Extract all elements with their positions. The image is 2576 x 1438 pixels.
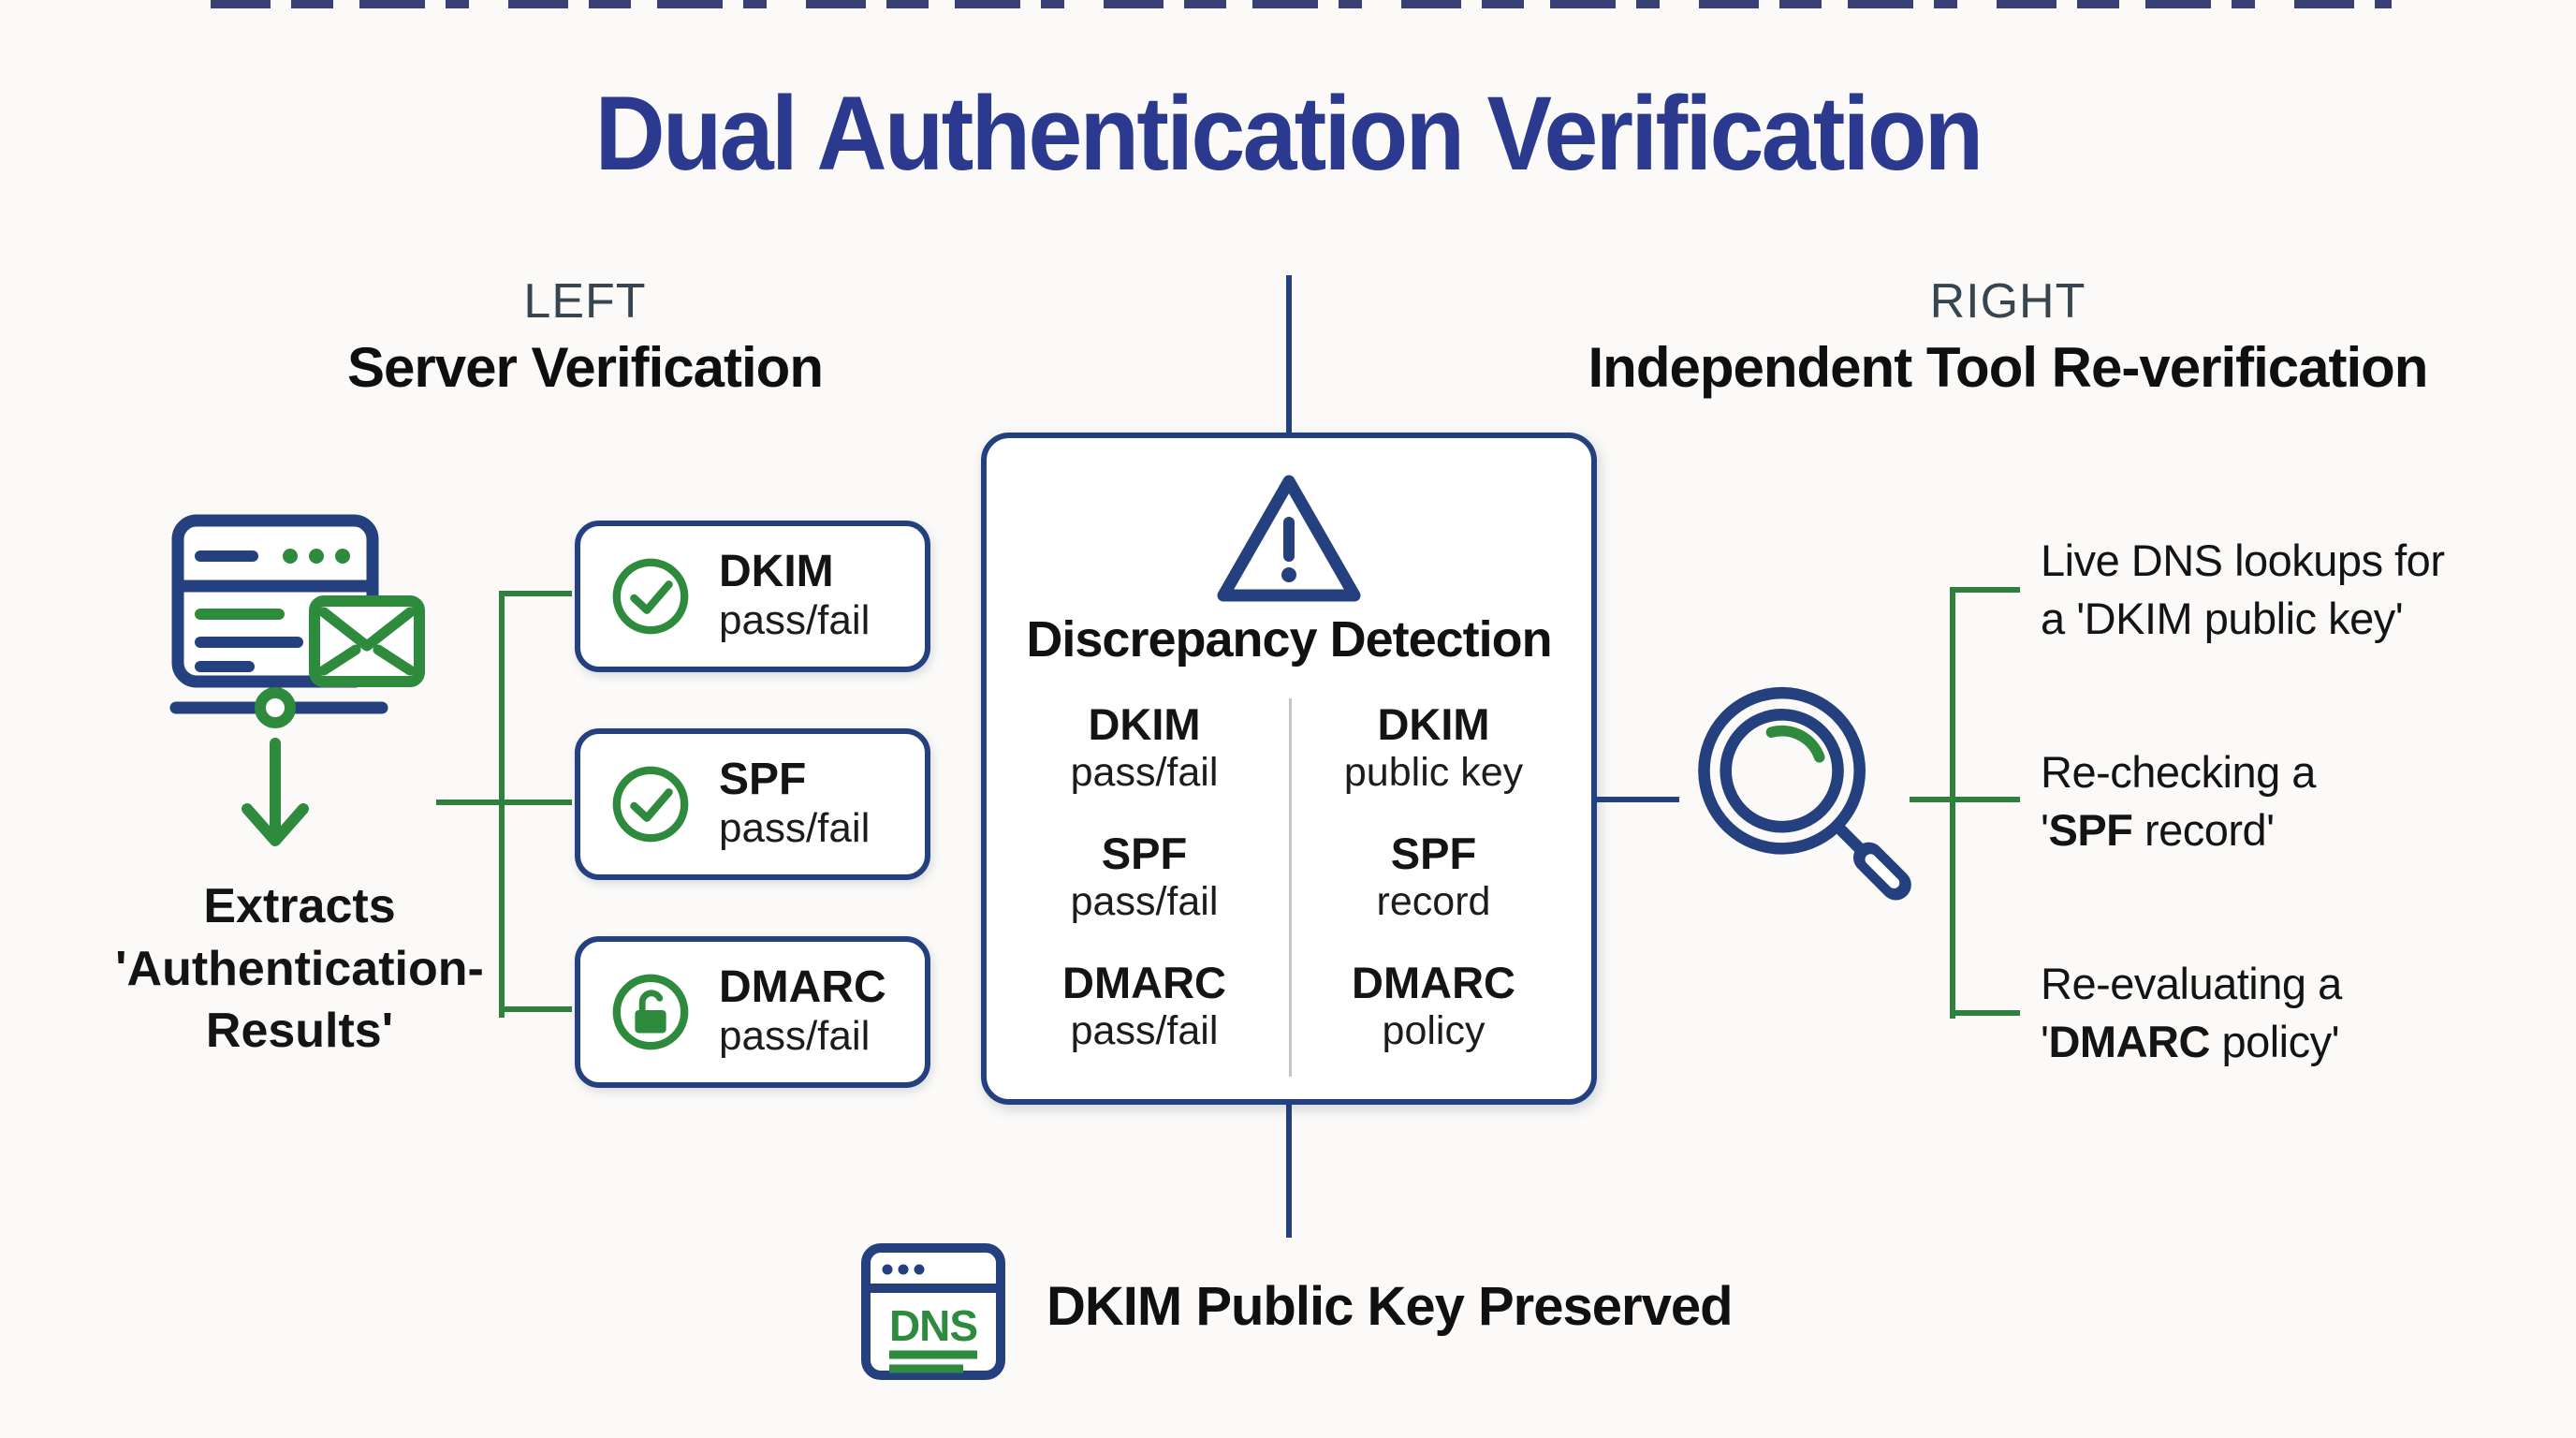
comparison-name: DKIM: [1377, 699, 1490, 750]
right-column-heading: Independent Tool Re-verification: [1588, 336, 2429, 399]
comparison-value: pass/fail: [1070, 1008, 1219, 1054]
comparison-value: record: [1376, 879, 1491, 925]
reverify-text: Re-checking a: [2041, 747, 2316, 797]
left-column-heading: Server Verification: [347, 336, 824, 399]
dns-window-icon: DNS: [861, 1243, 1005, 1380]
server-email-icon: [169, 514, 425, 846]
warning-triangle-icon: [1217, 475, 1361, 602]
check-card-text: DMARC pass/fail: [719, 962, 886, 1060]
left-bracket-bottom-line: [499, 1006, 572, 1012]
check-card-dkim: DKIM pass/fail: [575, 521, 930, 672]
bottom-caption: DKIM Public Key Preserved: [1046, 1276, 1734, 1337]
reverify-text: a 'DKIM public key': [2041, 594, 2404, 644]
left-column-tag: LEFT: [523, 274, 647, 329]
check-name: SPF: [719, 755, 807, 805]
right-bracket-middle-line: [1910, 797, 2020, 802]
magnifier-icon: [1698, 686, 1911, 901]
comparison-value: policy: [1382, 1008, 1486, 1054]
right-bracket-top-line: [1950, 587, 2020, 593]
comparison-value: pass/fail: [1070, 879, 1219, 925]
comparison-name: DKIM: [1088, 699, 1201, 750]
reverify-item-spf: Re-checking a 'SPF record': [2041, 743, 2565, 859]
comparison-tool-cell: DKIM public key: [1289, 699, 1578, 796]
check-card-dmarc: DMARC pass/fail: [575, 936, 930, 1088]
check-name: DMARC: [719, 962, 886, 1013]
comparison-name: DMARC: [1352, 958, 1515, 1008]
magnifier-connector-line: [1597, 797, 1679, 802]
check-name: DKIM: [719, 547, 834, 597]
reverify-item-dmarc: Re-evaluating a 'DMARC policy': [2041, 955, 2565, 1071]
reverify-item-dkim: Live DNS lookups for a 'DKIM public key': [2041, 532, 2565, 648]
comparison-server-cell: SPF pass/fail: [1000, 829, 1289, 925]
comparison-row: SPF pass/fail SPF record: [1000, 829, 1578, 925]
check-circle-icon: [612, 766, 689, 843]
check-circle-icon: [612, 558, 689, 635]
comparison-name: DMARC: [1062, 958, 1226, 1008]
comparison-name: SPF: [1390, 829, 1477, 879]
cropped-text-artifacts: [211, 0, 2392, 8]
check-value: pass/fail: [719, 597, 871, 644]
left-bracket-top-line: [499, 591, 572, 596]
comparison-row: DKIM pass/fail DKIM public key: [1000, 699, 1578, 796]
comparison-value: public key: [1343, 750, 1524, 796]
comparison-value: pass/fail: [1070, 750, 1219, 796]
dns-icon-label: DNS: [889, 1301, 977, 1350]
right-bracket-bottom-line: [1950, 1010, 2020, 1016]
page-title: Dual Authentication Verification: [594, 75, 1983, 192]
comparison-server-cell: DKIM pass/fail: [1000, 699, 1289, 796]
check-card-text: DKIM pass/fail: [719, 547, 871, 644]
left-bracket-middle-line: [436, 800, 572, 805]
reverify-text: 'DMARC policy': [2041, 1017, 2340, 1067]
discrepancy-panel: Discrepancy Detection DKIM pass/fail DKI…: [981, 433, 1597, 1105]
reverify-text: Re-evaluating a: [2041, 959, 2342, 1008]
check-card-spf: SPF pass/fail: [575, 728, 930, 880]
comparison-name: SPF: [1101, 829, 1188, 879]
right-bracket-vertical-line: [1950, 590, 1955, 1019]
comparison-tool-cell: SPF record: [1289, 829, 1578, 925]
center-bottom-connector-line: [1286, 1105, 1292, 1238]
extracts-caption: Extracts 'Authentication- Results': [115, 879, 484, 1059]
reverify-text: 'SPF record': [2041, 805, 2275, 856]
discrepancy-heading: Discrepancy Detection: [1026, 611, 1552, 668]
comparison-grid: DKIM pass/fail DKIM public key SPF pass/…: [1000, 683, 1578, 1071]
comparison-server-cell: DMARC pass/fail: [1000, 958, 1289, 1054]
reverify-text: Live DNS lookups for: [2041, 536, 2445, 585]
comparison-row: DMARC pass/fail DMARC policy: [1000, 958, 1578, 1054]
check-value: pass/fail: [719, 1013, 871, 1060]
check-value: pass/fail: [719, 805, 871, 852]
check-card-text: SPF pass/fail: [719, 755, 871, 852]
right-column-tag: RIGHT: [1929, 274, 2086, 329]
unlock-circle-icon: [612, 974, 689, 1050]
center-top-connector-line: [1286, 275, 1292, 433]
left-bracket-vertical-line: [499, 593, 505, 1018]
comparison-divider: [1289, 698, 1292, 1077]
comparison-tool-cell: DMARC policy: [1289, 958, 1578, 1054]
